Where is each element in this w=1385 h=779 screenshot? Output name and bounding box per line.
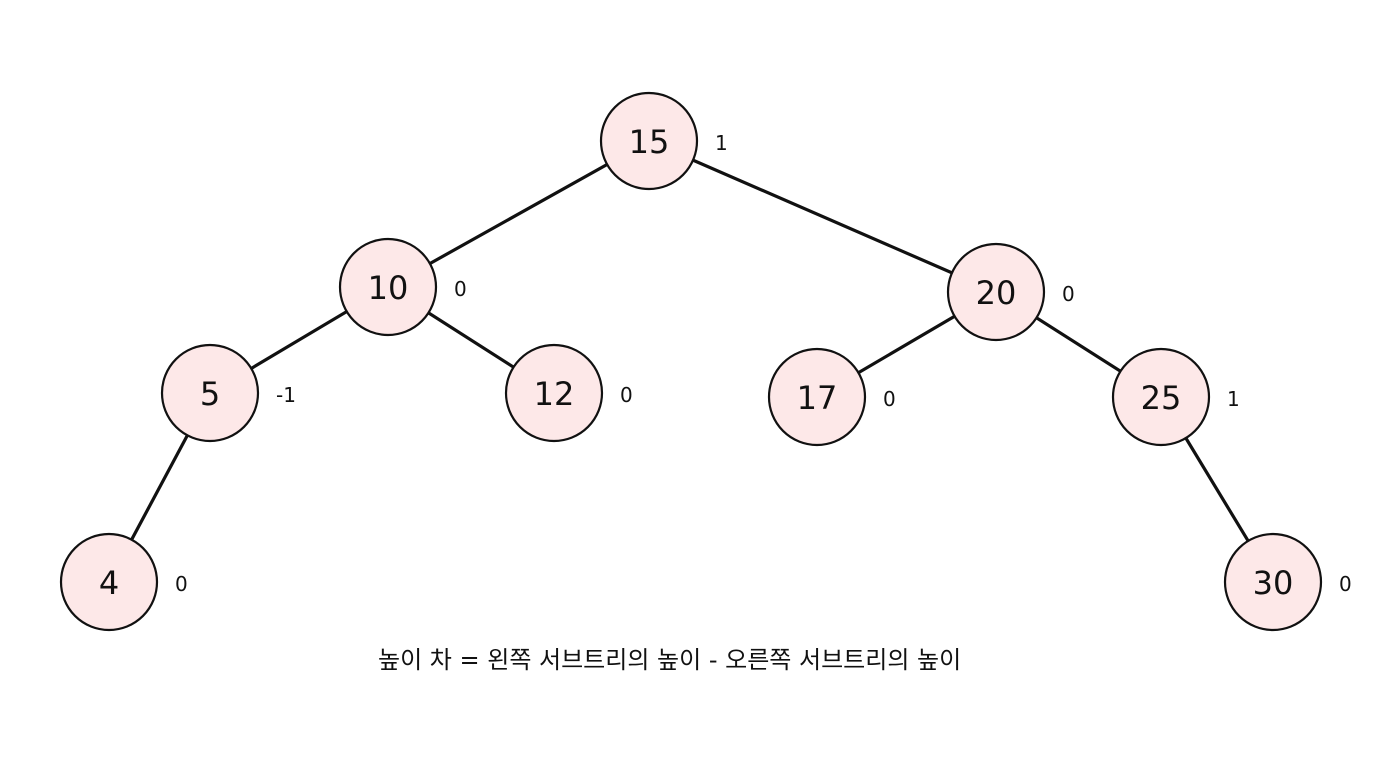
- tree-node-15: 15 1: [599, 91, 728, 191]
- balance-factor-label: 0: [175, 572, 188, 596]
- edge-n15-n20: [647, 139, 998, 294]
- balance-factor-label: 0: [454, 277, 467, 301]
- balance-factor-label: 1: [715, 131, 728, 155]
- balance-factor-label: 0: [620, 383, 633, 407]
- node-circle: [599, 91, 699, 191]
- balance-factor-label: 1: [1227, 387, 1240, 411]
- balance-factor-label: 0: [883, 387, 896, 411]
- node-value: 10: [368, 269, 409, 307]
- node-circle: [1111, 347, 1211, 447]
- node-circle: [59, 532, 159, 632]
- node-value: 20: [976, 274, 1017, 312]
- tree-node-5: 5 -1: [160, 343, 296, 443]
- node-circle: [338, 237, 438, 337]
- tree-node-25: 25 1: [1111, 347, 1240, 447]
- node-value: 17: [797, 379, 838, 417]
- balance-factor-label: -1: [276, 383, 296, 407]
- tree-node-30: 30 0: [1223, 532, 1352, 632]
- tree-node-12: 12 0: [504, 343, 633, 443]
- node-circle: [160, 343, 260, 443]
- node-value: 15: [629, 123, 670, 161]
- node-circle: [767, 347, 867, 447]
- balance-factor-formula: 높이 차 = 왼쪽 서브트리의 높이 - 오른쪽 서브트리의 높이: [378, 646, 962, 674]
- edges-layer: [107, 139, 1275, 584]
- tree-node-20: 20 0: [946, 242, 1075, 342]
- node-value: 25: [1141, 379, 1182, 417]
- balance-factor-label: 0: [1339, 572, 1352, 596]
- node-value: 12: [534, 375, 575, 413]
- node-circle: [504, 343, 604, 443]
- tree-node-17: 17 0: [767, 347, 896, 447]
- tree-node-10: 10 0: [338, 237, 467, 337]
- balance-factor-label: 0: [1062, 282, 1075, 306]
- edge-n15-n10: [386, 139, 651, 289]
- node-circle: [1223, 532, 1323, 632]
- node-value: 5: [200, 375, 220, 413]
- node-value: 4: [99, 564, 119, 602]
- node-circle: [946, 242, 1046, 342]
- node-value: 30: [1253, 564, 1294, 602]
